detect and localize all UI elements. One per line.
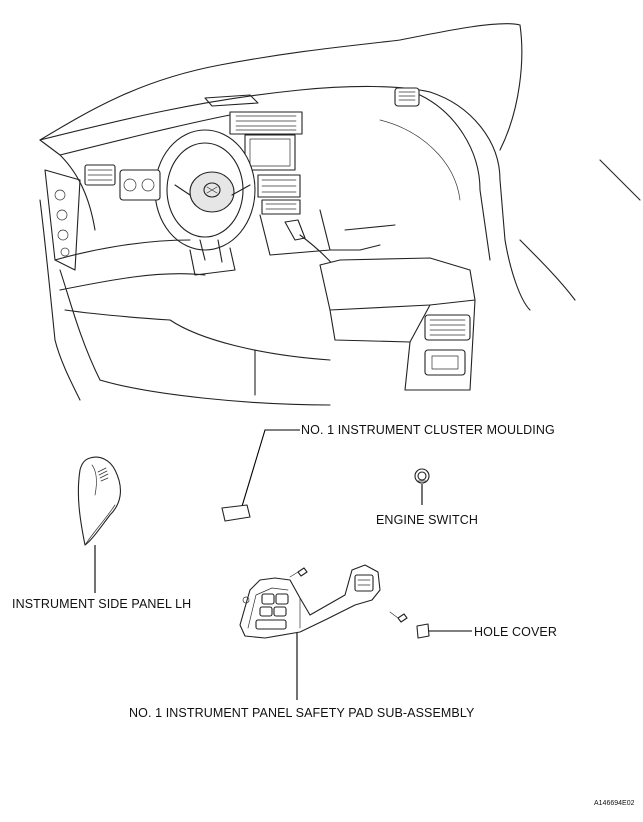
engine-switch-label: ENGINE SWITCH: [376, 513, 478, 527]
cluster-moulding-part: [221, 504, 251, 522]
leader-lines: [94, 429, 472, 700]
figure-code: A146694E02: [594, 800, 635, 807]
side-panel-label: INSTRUMENT SIDE PANEL LH: [12, 597, 192, 611]
engine-switch-part: [414, 468, 430, 484]
side-panel-part: [77, 456, 121, 546]
hole-cover-part: [416, 623, 430, 639]
safety-pad-part: [239, 564, 408, 639]
dashboard-overview: [39, 23, 641, 406]
cluster-moulding-label: NO. 1 INSTRUMENT CLUSTER MOULDING: [301, 423, 555, 437]
safety-pad-label: NO. 1 INSTRUMENT PANEL SAFETY PAD SUB-AS…: [129, 706, 475, 720]
hole-cover-label: HOLE COVER: [474, 625, 557, 639]
